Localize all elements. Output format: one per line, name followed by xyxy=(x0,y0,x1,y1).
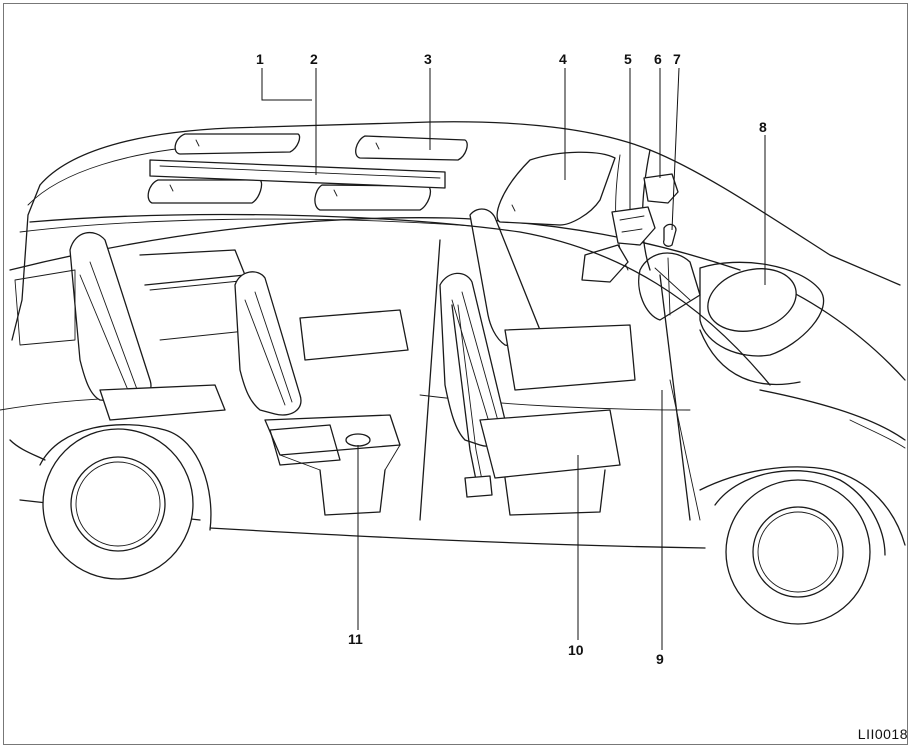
callout-5: 5 xyxy=(624,51,632,67)
front-wheel xyxy=(725,479,871,625)
callout-2: 2 xyxy=(310,51,318,67)
dashboard xyxy=(638,252,825,386)
vehicle-body xyxy=(0,121,906,556)
callout-11: 11 xyxy=(348,631,363,647)
overhead-console xyxy=(581,173,679,283)
callout-7: 7 xyxy=(673,51,681,67)
second-row-seat xyxy=(234,271,409,516)
callout-8: 8 xyxy=(759,119,767,135)
callout-6: 6 xyxy=(654,51,662,67)
figure-code: LII0018 xyxy=(857,726,908,742)
roof-panels xyxy=(147,133,616,226)
callout-1: 1 xyxy=(256,51,264,67)
callout-9: 9 xyxy=(656,651,664,667)
callout-4: 4 xyxy=(559,51,567,67)
curtain-line xyxy=(29,213,771,386)
front-passenger-seat xyxy=(439,208,636,516)
third-row-seat xyxy=(14,231,256,421)
callout-3: 3 xyxy=(424,51,432,67)
figure-border xyxy=(3,3,908,745)
callout-leaders xyxy=(261,67,766,650)
rear-wheel xyxy=(42,428,194,580)
callout-10: 10 xyxy=(568,642,584,658)
